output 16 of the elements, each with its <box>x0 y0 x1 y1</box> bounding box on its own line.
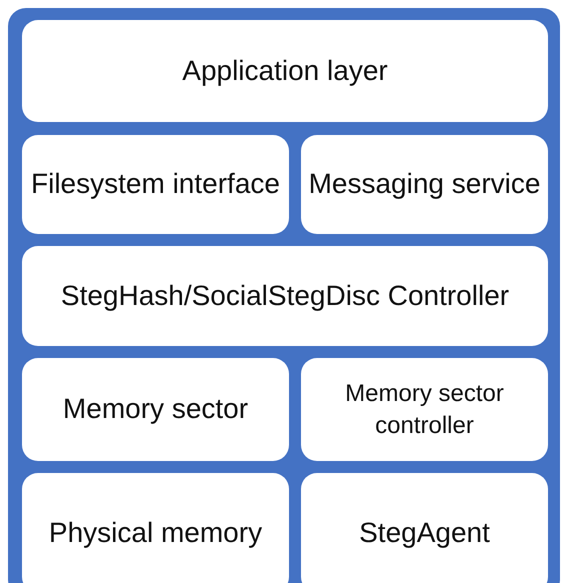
layer-label: Filesystem interface <box>31 167 280 202</box>
layer-label: StegAgent <box>359 516 490 550</box>
layer-label: Messaging service <box>308 167 540 202</box>
layer-label: Physical memory <box>48 516 262 550</box>
layer-box <box>22 473 289 583</box>
layer-box <box>301 473 548 583</box>
layer-box <box>301 135 548 234</box>
layer-label: Memory sector controller <box>344 379 505 440</box>
layer-box <box>22 358 289 461</box>
layer-box <box>22 20 548 122</box>
layer-label: Memory sector <box>62 392 248 426</box>
layer-label: StegHash/SocialStegDisc Controller <box>60 278 510 313</box>
layer-box <box>22 246 548 346</box>
layer-label: Application layer <box>182 54 388 88</box>
layer-box <box>301 358 548 461</box>
layer-box <box>22 135 289 234</box>
